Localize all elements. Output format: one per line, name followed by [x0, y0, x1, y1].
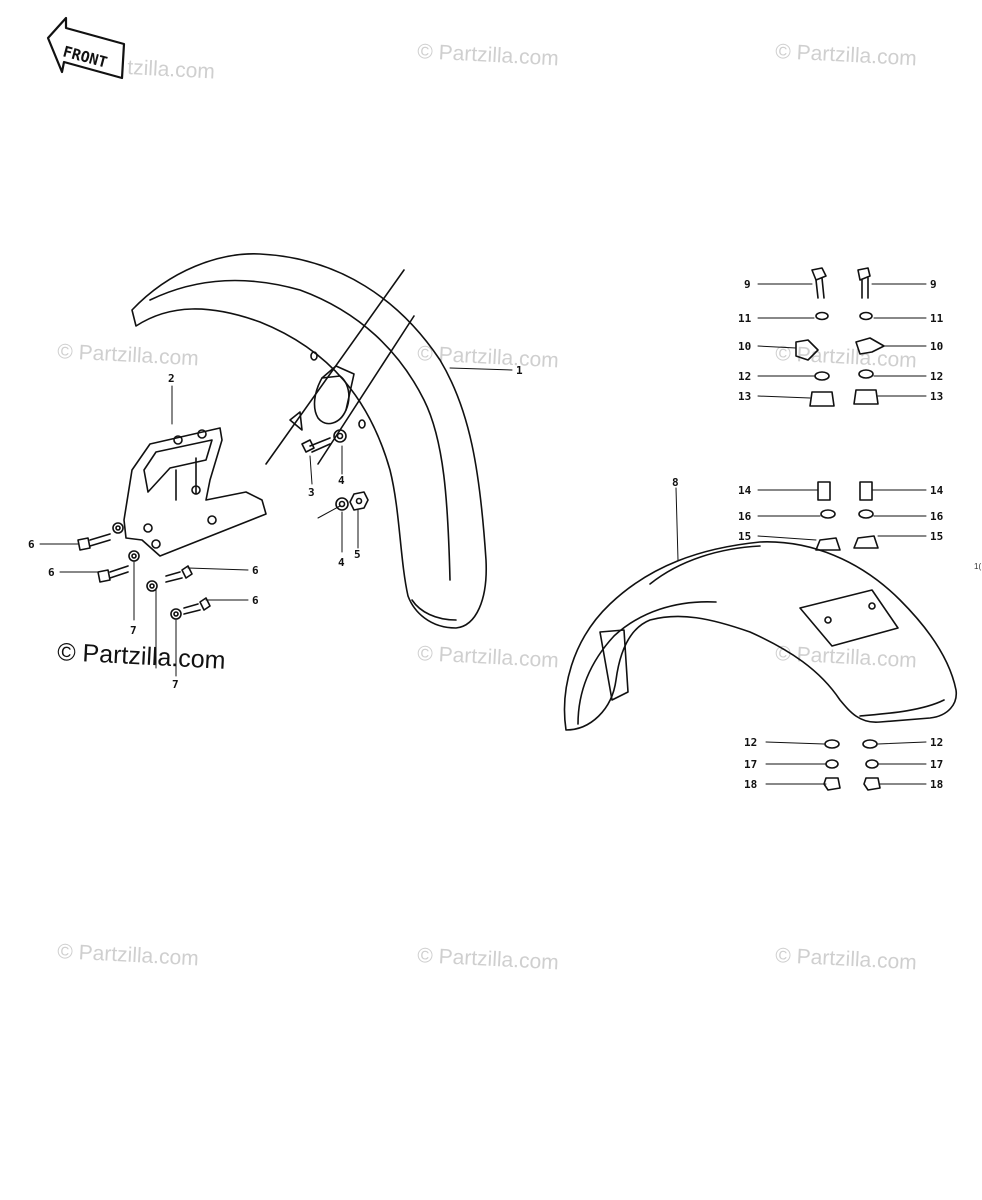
hardware-left — [77, 522, 211, 620]
callout-12: 12 — [930, 370, 943, 383]
callout-16: 16 — [930, 510, 944, 523]
callout-11: 11 — [738, 312, 752, 325]
front-fender — [131, 253, 487, 629]
hardware-right — [795, 267, 885, 791]
rear-fender — [563, 541, 957, 731]
callout-9: 9 — [744, 278, 751, 291]
callout-14: 14 — [930, 484, 944, 497]
callout-10: 10 — [930, 340, 943, 353]
hardware-center — [301, 429, 369, 511]
fork-tube — [265, 269, 415, 465]
callout-6: 6 — [48, 566, 55, 579]
callout-11: 11 — [930, 312, 944, 325]
callout-6: 6 — [28, 538, 35, 551]
fender-bracket — [123, 427, 267, 557]
callout-17: 17 — [930, 758, 943, 771]
callout-3: 3 — [308, 486, 315, 499]
edge-mark: 1( — [974, 562, 982, 571]
callout-13: 13 — [738, 390, 751, 403]
callout-18: 18 — [930, 778, 943, 791]
callout-16: 16 — [738, 510, 752, 523]
callout-8: 8 — [672, 476, 679, 489]
callout-12: 12 — [930, 736, 943, 749]
callout-4: 4 — [338, 556, 345, 569]
callout-6: 6 — [252, 564, 259, 577]
callout-10: 10 — [738, 340, 751, 353]
callout-15: 15 — [930, 530, 943, 543]
callout-labels: 1 2 3 4 4 5 6 6 6 6 7 7 8 9 9 11 11 10 1… — [28, 278, 944, 791]
callout-7: 7 — [130, 624, 137, 637]
callout-14: 14 — [738, 484, 752, 497]
leader-lines — [39, 283, 927, 785]
callout-18: 18 — [744, 778, 757, 791]
callout-13: 13 — [930, 390, 943, 403]
front-arrow-icon — [46, 16, 126, 80]
callout-5: 5 — [354, 548, 361, 561]
callout-7: 7 — [172, 678, 179, 691]
callout-6: 6 — [252, 594, 259, 607]
callout-12: 12 — [744, 736, 757, 749]
callout-1: 1 — [516, 364, 523, 377]
callout-17: 17 — [744, 758, 757, 771]
callout-15: 15 — [738, 530, 751, 543]
callout-4: 4 — [338, 474, 345, 487]
callout-12: 12 — [738, 370, 751, 383]
callout-9: 9 — [930, 278, 937, 291]
callout-2: 2 — [168, 372, 175, 385]
